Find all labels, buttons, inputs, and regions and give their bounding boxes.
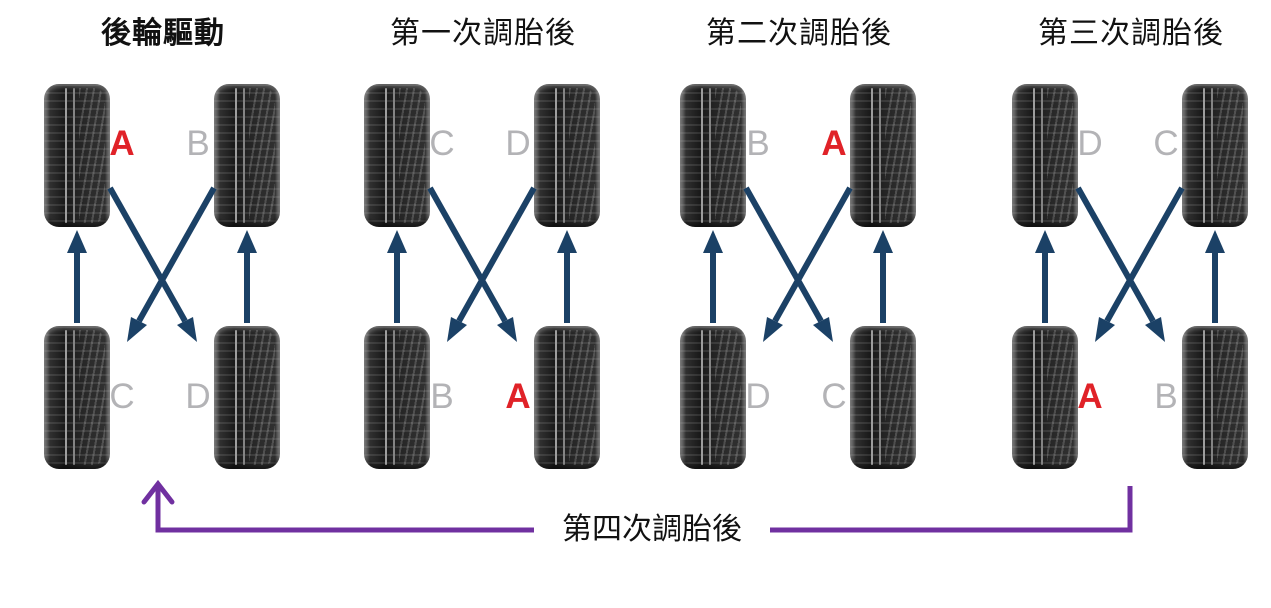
- panel-rear-wheel-drive: 後輪驅動 A B C D: [34, 12, 292, 469]
- tire-label-front-right: A: [821, 124, 847, 163]
- panel-after-third-rotation: 第三次調胎後 D C A B: [1002, 12, 1260, 469]
- tire-label-front-left: A: [109, 124, 135, 163]
- panel-title: 後輪驅動: [101, 17, 225, 50]
- tire-label-rear-right: C: [821, 377, 847, 416]
- up-arrow-right-head: [557, 230, 577, 253]
- tire-front-right: [850, 84, 916, 227]
- tire-rear-right: [534, 326, 600, 469]
- tire-grid: B A D C: [670, 84, 928, 469]
- panel-title: 第一次調胎後: [390, 17, 576, 50]
- tire-grid: A B C D: [34, 84, 292, 469]
- panel-after-first-rotation: 第一次調胎後 C D B A: [354, 12, 612, 469]
- tire-label-rear-left: B: [430, 377, 454, 416]
- cross-arrow-rl-shaft: [136, 186, 217, 323]
- rotation-arrows: [703, 186, 893, 342]
- up-arrow-right-head: [873, 230, 893, 253]
- panel-title: 第二次調胎後: [706, 17, 892, 50]
- tire-label-rear-right: B: [1154, 377, 1178, 416]
- panel-title: 第三次調胎後: [1038, 17, 1224, 50]
- rotation-arrows: [67, 186, 257, 342]
- tire-front-left: [364, 84, 430, 227]
- cross-arrow-lr-head: [813, 317, 833, 342]
- cross-arrow-rl-shaft: [1104, 186, 1185, 323]
- up-arrow-right-head: [1205, 230, 1225, 253]
- tire-rear-left: [680, 326, 746, 469]
- tire-label-front-right: D: [505, 124, 531, 163]
- up-arrow-left-head: [1035, 230, 1055, 253]
- tire-rear-right: [850, 326, 916, 469]
- tire-label-front-left: D: [1077, 124, 1103, 163]
- tire-front-right: [1182, 84, 1248, 227]
- tire-label-front-left: C: [429, 124, 455, 163]
- up-arrow-left-head: [67, 230, 87, 253]
- tire-label-front-right: B: [186, 124, 210, 163]
- fourth-rotation-label: 第四次調胎後: [534, 511, 770, 549]
- tire-grid: D C A B: [1002, 84, 1260, 469]
- tire-front-left: [44, 84, 110, 227]
- cross-arrow-lr-shaft: [107, 186, 188, 323]
- tire-rear-right: [1182, 326, 1248, 469]
- cross-arrow-rl-shaft: [772, 186, 853, 323]
- tire-rear-left: [44, 326, 110, 469]
- tire-rear-right: [214, 326, 280, 469]
- tire-label-front-left: B: [746, 124, 770, 163]
- cross-arrow-rl-head: [447, 317, 467, 342]
- panel-after-second-rotation: 第二次調胎後 B A D C: [670, 12, 928, 469]
- cross-arrow-rl-head: [1095, 317, 1115, 342]
- tire-front-right: [534, 84, 600, 227]
- loop-arrowhead: [141, 479, 175, 505]
- cross-arrow-rl-head: [127, 317, 147, 342]
- cross-arrow-lr-shaft: [743, 186, 824, 323]
- up-arrow-left-head: [387, 230, 407, 253]
- cross-arrow-lr-head: [1145, 317, 1165, 342]
- tire-front-right: [214, 84, 280, 227]
- cross-arrow-rl-shaft: [456, 186, 537, 323]
- tire-front-left: [680, 84, 746, 227]
- up-arrow-right-head: [237, 230, 257, 253]
- tire-label-rear-right: A: [505, 377, 531, 416]
- cross-arrow-lr-shaft: [1075, 186, 1156, 323]
- tire-rear-left: [364, 326, 430, 469]
- cross-arrow-rl-head: [763, 317, 783, 342]
- tire-rear-left: [1012, 326, 1078, 469]
- up-arrow-left-head: [703, 230, 723, 253]
- tire-front-left: [1012, 84, 1078, 227]
- cross-arrow-lr-head: [177, 317, 197, 342]
- tire-label-rear-left: A: [1077, 377, 1103, 416]
- rotation-arrows: [387, 186, 577, 342]
- cross-arrow-lr-shaft: [427, 186, 508, 323]
- tire-label-rear-left: C: [109, 377, 135, 416]
- tire-grid: C D B A: [354, 84, 612, 469]
- cross-arrow-lr-head: [497, 317, 517, 342]
- rotation-arrows: [1035, 186, 1225, 342]
- tire-label-rear-left: D: [745, 377, 771, 416]
- tire-label-rear-right: D: [185, 377, 211, 416]
- tire-label-front-right: C: [1153, 124, 1179, 163]
